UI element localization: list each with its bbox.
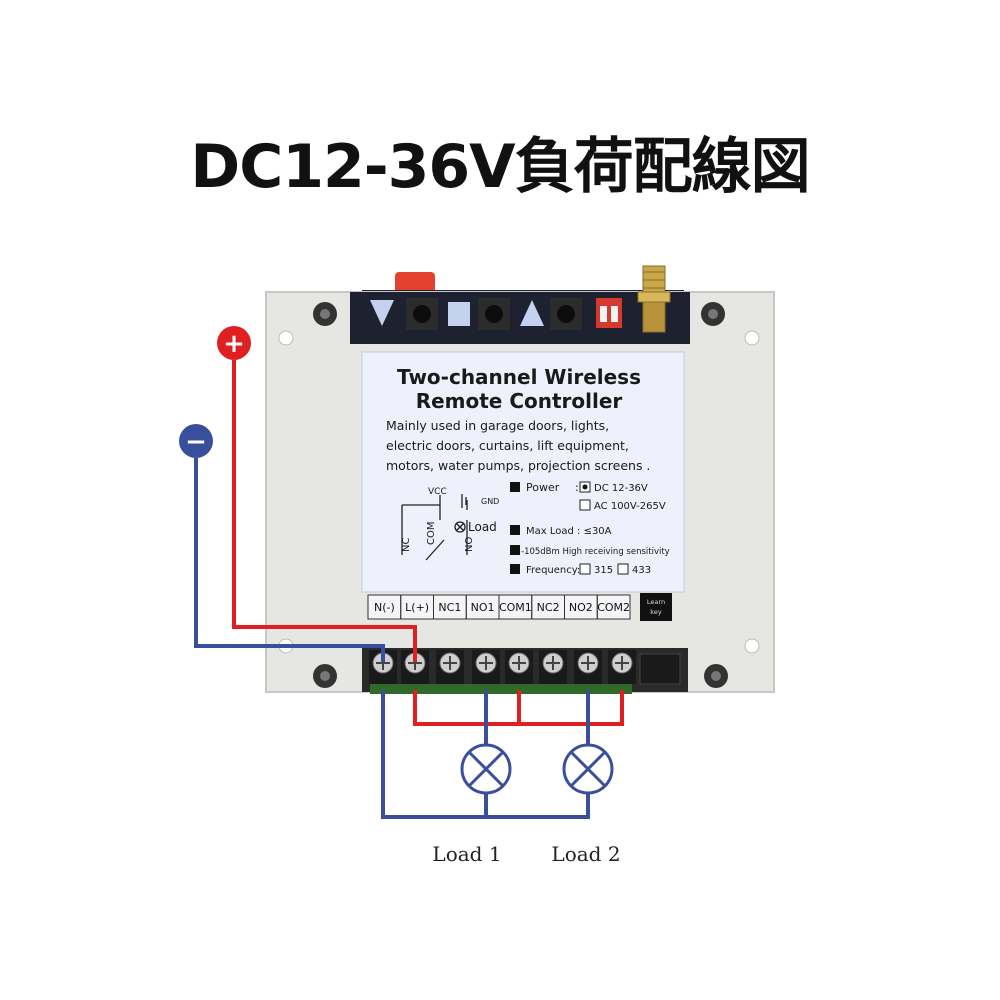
- label-desc-3: motors, water pumps, projection screens …: [386, 458, 650, 473]
- vcc-label: VCC: [428, 487, 447, 497]
- no-label: NO: [464, 537, 475, 552]
- freq-315-checkbox: [579, 563, 591, 575]
- max-load: Max Load : ≤30A: [526, 526, 612, 537]
- red-tab: [395, 272, 435, 294]
- gnd-label: GND: [481, 497, 499, 506]
- label-desc-2: electric doors, curtains, lift equipment…: [386, 438, 629, 453]
- relay-schematic: [401, 494, 468, 561]
- power-sep: :: [575, 481, 579, 494]
- terminal-screw-no1[interactable]: [472, 650, 500, 684]
- frequency-bullet: [510, 564, 520, 574]
- freq-433-checkbox: [617, 563, 629, 575]
- frequency-label: Frequency:: [526, 565, 580, 576]
- dc-option: DC 12-36V: [594, 483, 648, 494]
- page-title: DC12-36V負荷配線図: [190, 132, 810, 202]
- plus-sign: +: [223, 329, 245, 359]
- terminal-screw-nc1[interactable]: [436, 650, 464, 684]
- terminal-screw-com1[interactable]: [505, 650, 533, 684]
- sensitivity-bullet: [510, 545, 520, 555]
- wires: [194, 360, 624, 819]
- terminal-screw-com2[interactable]: [608, 650, 636, 684]
- learn-key-line2: key: [650, 608, 662, 616]
- load-1-lamp-icon: [460, 743, 512, 795]
- load-symbol-label: Load: [468, 520, 497, 534]
- learn-key-line1: Learn: [647, 598, 665, 606]
- ac-option: AC 100V-265V: [594, 501, 666, 512]
- power-bullet: [510, 482, 520, 492]
- product-label: Two-channel Wireless Remote Controller M…: [361, 351, 685, 593]
- freq-433: 433: [632, 565, 651, 576]
- terminal-label-no1: NO1: [471, 601, 495, 614]
- antenna-connector: [637, 265, 671, 333]
- max-load-bullet: [510, 525, 520, 535]
- terminal-label-n: N(-): [374, 601, 395, 614]
- terminal-screw-nc2[interactable]: [539, 650, 567, 684]
- learn-key-button[interactable]: [640, 593, 672, 621]
- terminal-label-nc1: NC1: [438, 601, 461, 614]
- terminal-label-com2: COM2: [597, 601, 630, 614]
- terminal-label-strip: N(-) L(+) NC1 NO1 COM1 NC2 NO2 COM2 Learn key: [367, 593, 672, 621]
- freq-315: 315: [594, 565, 613, 576]
- positive-terminal-icon: +: [217, 326, 251, 360]
- negative-wire: [194, 458, 385, 662]
- terminal-label-com1: COM1: [499, 601, 532, 614]
- terminal-label-l: L(+): [405, 601, 429, 614]
- com-label: COM: [426, 522, 437, 545]
- load-2-label: Load 2: [551, 842, 620, 866]
- terminal-cell-com2: [596, 594, 631, 620]
- nc-label: NC: [401, 538, 412, 552]
- negative-terminal-icon: −: [179, 424, 213, 458]
- terminal-block: [362, 648, 688, 694]
- load-2-lamp-icon: [562, 743, 614, 795]
- load-1-label: Load 1: [432, 842, 501, 866]
- terminal-label-nc2: NC2: [537, 601, 560, 614]
- power-label: Power: [526, 481, 560, 494]
- minus-sign: −: [185, 427, 207, 457]
- label-heading-1: Two-channel Wireless: [397, 365, 641, 389]
- ac-checkbox: [579, 499, 591, 511]
- label-card: [361, 351, 685, 593]
- terminal-label-no2: NO2: [569, 601, 593, 614]
- terminal-screw-no2[interactable]: [574, 650, 602, 684]
- positive-wire: [232, 360, 417, 662]
- sensitivity: -105dBm High receiving sensitivity: [521, 547, 670, 557]
- label-heading-2: Remote Controller: [416, 389, 623, 413]
- label-desc-1: Mainly used in garage doors, lights,: [386, 418, 609, 433]
